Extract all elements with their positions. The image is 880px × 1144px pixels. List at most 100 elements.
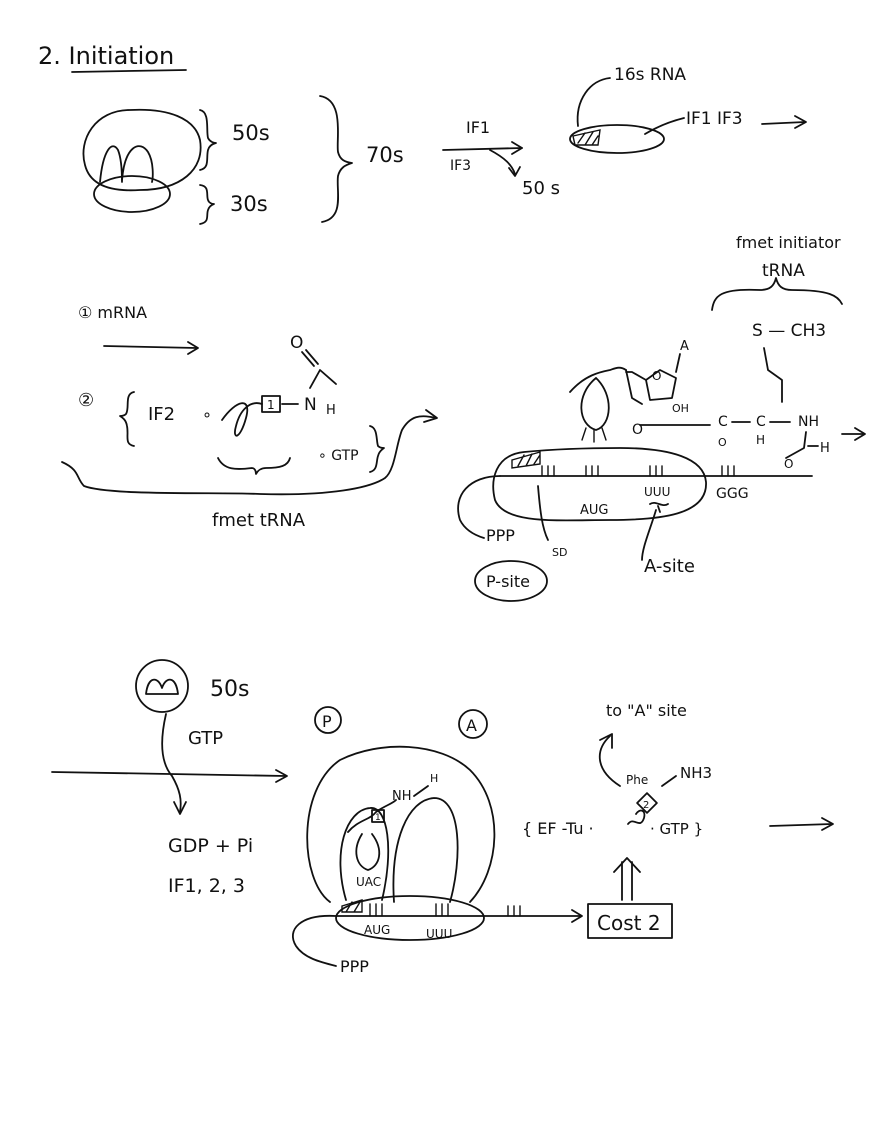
combined-arrowhead bbox=[423, 409, 438, 423]
box-2 bbox=[636, 792, 658, 814]
label-30s: 30s bbox=[230, 192, 268, 216]
ribosome-50s-outline bbox=[306, 745, 496, 903]
dot-separator: ∘ bbox=[202, 405, 212, 424]
continue-arrowhead-2 bbox=[854, 427, 866, 441]
label-gtp-eftu: · GTP } bbox=[650, 820, 703, 838]
small-subunit-30s bbox=[569, 124, 665, 154]
label-gtp: ∘ GTP bbox=[318, 448, 359, 464]
uuu-ticks-2 bbox=[435, 903, 449, 917]
codon-uuu: UUU bbox=[644, 485, 670, 499]
ribose-link bbox=[625, 371, 647, 381]
small-subunit-shape bbox=[93, 175, 171, 213]
atom-o: O bbox=[290, 333, 303, 353]
box-2-num: 2 bbox=[643, 800, 649, 811]
ring-o: O bbox=[652, 369, 661, 383]
continue-arrowhead-3 bbox=[821, 817, 834, 831]
box-p1-num: 1 bbox=[375, 813, 381, 823]
mrna-5prime-curve bbox=[457, 475, 501, 539]
subunit-50s-icon bbox=[135, 659, 189, 713]
side-arrowhead bbox=[508, 166, 521, 177]
panel-initiation-components: ① mRNA ② IF2 ∘ 1 N H O ∘ GTP fmet tRNA bbox=[61, 303, 438, 531]
label-50s-2: 50s bbox=[210, 677, 249, 702]
formyl-h: H bbox=[820, 441, 830, 456]
label-gdp-pi: GDP + Pi bbox=[168, 835, 253, 857]
carbonyl-o: O bbox=[718, 436, 727, 449]
hatched-region bbox=[572, 129, 601, 146]
trna-acceptor-arm bbox=[569, 366, 627, 393]
label-sd: SD bbox=[552, 546, 567, 559]
pointer-sd bbox=[537, 485, 549, 541]
ribose-link-2 bbox=[625, 369, 643, 405]
anticodon-uac: UAC bbox=[356, 875, 381, 889]
phe-nh3-bond bbox=[661, 775, 677, 787]
label-fmet-trna: fmet tRNA bbox=[212, 510, 306, 531]
dissociation-arrow bbox=[442, 147, 523, 151]
combined-underbrace bbox=[61, 415, 437, 496]
brace-right bbox=[369, 425, 385, 473]
pointer-16s bbox=[576, 77, 611, 127]
panel-30s-complex: fmet initiator tRNA S — CH3 A O OH O C O… bbox=[457, 233, 866, 602]
atom-h: H bbox=[326, 403, 336, 418]
atom-a: A bbox=[680, 339, 689, 354]
label-asite: A-site bbox=[644, 556, 695, 577]
side-chain-bonds bbox=[763, 347, 783, 403]
label-fmet-initiator: fmet initiator bbox=[736, 233, 841, 252]
title-underline bbox=[71, 69, 187, 73]
uuu-ticks bbox=[649, 465, 663, 477]
box-p1 bbox=[371, 809, 385, 823]
p-site-marker bbox=[314, 706, 342, 734]
uuu-squiggle bbox=[649, 501, 669, 513]
gdp-release-curve bbox=[161, 713, 182, 813]
label-phe: Phe bbox=[626, 773, 648, 787]
nh-h-bond bbox=[413, 785, 429, 797]
label-a: A bbox=[466, 716, 477, 735]
codon-aug: AUG bbox=[580, 503, 608, 518]
a-site-lobe bbox=[392, 797, 459, 903]
bond-a bbox=[675, 353, 681, 373]
downstream-ticks bbox=[507, 905, 521, 917]
brace-30s bbox=[199, 184, 215, 225]
atom-nh: NH bbox=[798, 414, 819, 430]
label-50s: 50s bbox=[232, 121, 270, 145]
ggg-ticks bbox=[721, 465, 735, 477]
mrna-arrow bbox=[103, 345, 198, 349]
subunit-50s-lobes bbox=[145, 678, 179, 695]
brace-left bbox=[119, 391, 135, 447]
p-trna-loop bbox=[355, 833, 381, 871]
h-on-c2: H bbox=[756, 433, 765, 447]
trna-anticodon-loop bbox=[580, 377, 610, 431]
panel-ribosome-dissociation: 50s 30s 70s IF1 IF3 50 s 16s RNA IF1 IF3 bbox=[82, 65, 807, 225]
sd-hatch bbox=[511, 451, 541, 469]
formyl-o: O bbox=[784, 457, 793, 471]
subunit-lobe-right bbox=[121, 145, 154, 183]
label-if3: IF3 bbox=[450, 158, 471, 174]
label-cost-2: Cost 2 bbox=[597, 911, 661, 935]
anticodon-ticks bbox=[581, 427, 607, 443]
codon-uuu-2: UUU bbox=[426, 927, 452, 941]
aug-ticks bbox=[585, 465, 599, 477]
step1-mrna: ① mRNA bbox=[78, 303, 147, 322]
brace-70s bbox=[319, 95, 353, 223]
p-trna-arm bbox=[347, 799, 397, 833]
atom-oh: OH bbox=[672, 402, 689, 415]
label-if1: IF1 bbox=[466, 118, 490, 137]
codon-ggg: GGG bbox=[716, 486, 749, 502]
side-arrow bbox=[489, 149, 516, 175]
pointer-asite bbox=[641, 509, 657, 561]
trna-squiggle bbox=[221, 402, 263, 437]
codon-aug-2: AUG bbox=[364, 923, 390, 937]
cost-arrowhead bbox=[613, 857, 641, 873]
label-psite: P-site bbox=[486, 572, 530, 591]
ribosome-30s bbox=[492, 447, 707, 522]
main-arrowhead bbox=[275, 769, 288, 783]
atom-o-ester: O bbox=[632, 422, 643, 438]
ribose-ring bbox=[645, 369, 677, 401]
box-1-num: 1 bbox=[267, 398, 275, 412]
continue-arrowhead-1 bbox=[794, 115, 807, 129]
label-trna: tRNA bbox=[762, 261, 805, 281]
continue-arrow-1 bbox=[761, 121, 806, 125]
label-50s-product: 50 s bbox=[522, 178, 560, 199]
mrna-arrowhead bbox=[187, 341, 199, 355]
